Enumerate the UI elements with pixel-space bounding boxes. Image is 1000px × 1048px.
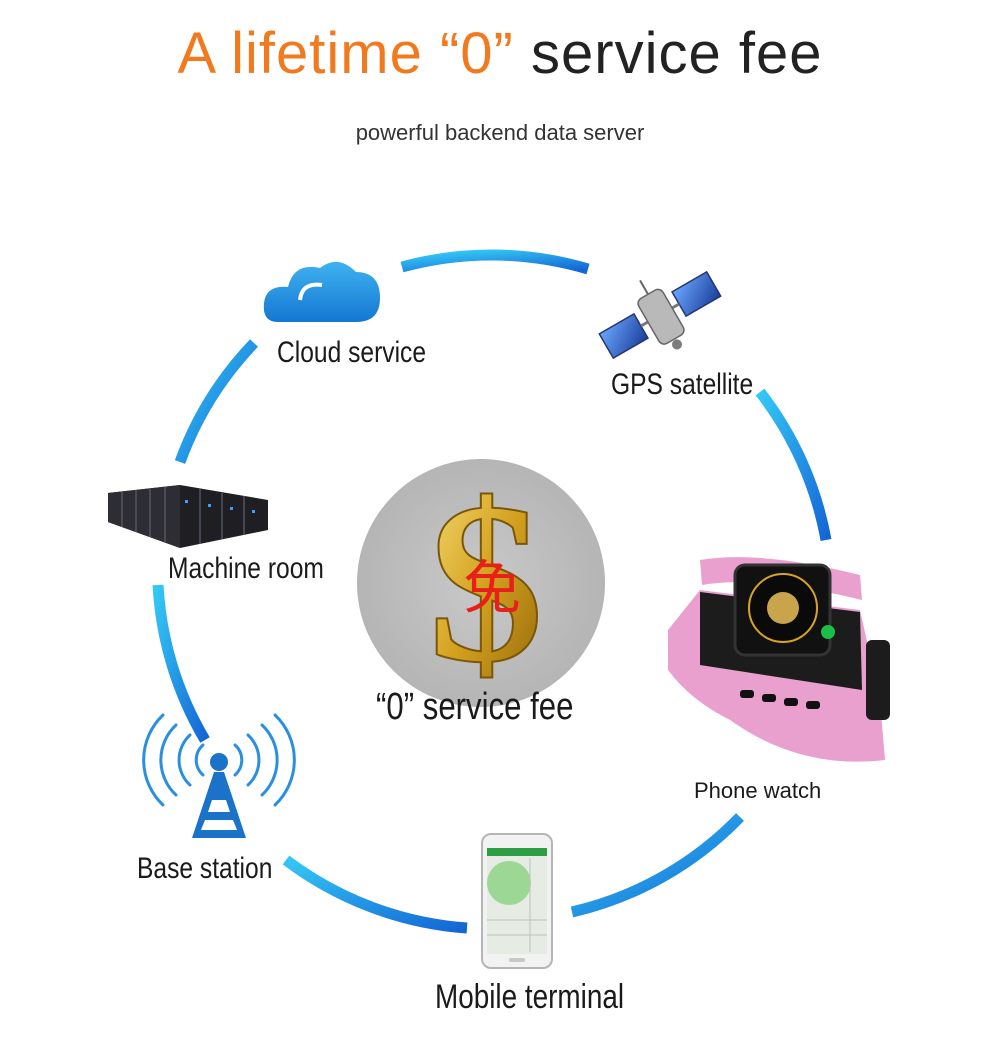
phone-watch-label: Phone watch [694, 778, 822, 803]
center-caption: “0” service fee [376, 686, 574, 728]
headline-part-1: A lifetime [177, 21, 423, 86]
connection-ring [152, 249, 832, 934]
satellite-icon [598, 270, 722, 360]
mobile-terminal-label: Mobile terminal [435, 978, 625, 1016]
ring-arc-left-upper [174, 339, 258, 464]
headline: A lifetime “0” service fee [0, 20, 1000, 87]
ring-arc-bottom-left [282, 855, 468, 934]
ring-arc-right-lower [570, 813, 744, 918]
subtitle: powerful backend data server [355, 120, 645, 145]
machine-room-label: Machine room [168, 552, 324, 585]
radio-tower-icon [142, 713, 296, 838]
ring-arc-top [400, 249, 590, 275]
smartphone-icon [481, 833, 553, 969]
center-fee-badge: $ 免 [357, 454, 605, 711]
server-rack-icon [108, 485, 268, 548]
smartwatch-icon [668, 557, 890, 762]
cloud-icon [263, 261, 380, 322]
ring-arc-left-lower [152, 584, 210, 743]
ring-arc-right-upper [755, 388, 832, 541]
center-disc [357, 459, 605, 707]
cloud-service-label: Cloud service [277, 336, 427, 369]
headline-part-3: service fee [531, 21, 823, 86]
dollar-icon: $ [429, 455, 544, 710]
base-station-label: Base station [137, 852, 273, 885]
headline-part-2: “0” [439, 21, 514, 86]
free-badge-character: 免 [463, 554, 521, 622]
gps-satellite-label: GPS satellite [611, 368, 754, 401]
